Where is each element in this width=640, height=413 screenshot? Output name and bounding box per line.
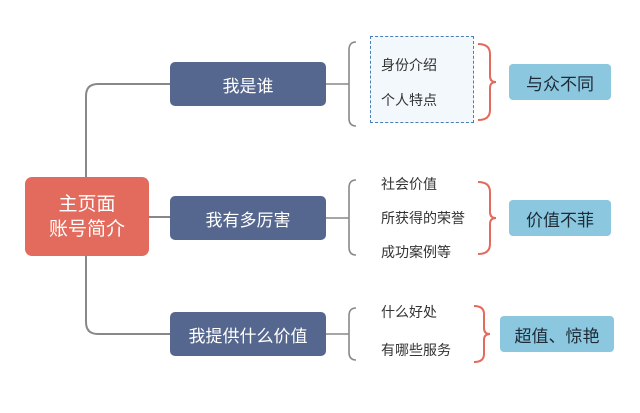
- leaf-item: 个人特点: [381, 93, 437, 109]
- branch-label: 我是谁: [222, 76, 274, 97]
- branch-label: 我提供什么价值: [188, 326, 308, 347]
- leaf-item: 身份介绍: [381, 58, 437, 74]
- branch1-connector: [326, 41, 357, 127]
- root-connector-bottom: [85, 256, 170, 335]
- root-line1: 主页面: [58, 192, 116, 215]
- leaf-item: 什么好处: [381, 305, 437, 321]
- result-label: 与众不同: [526, 74, 594, 95]
- result-label: 超值、惊艳: [514, 326, 600, 347]
- root-line2: 账号简介: [48, 217, 125, 240]
- result-label: 价值不菲: [526, 210, 594, 231]
- result-unique: 与众不同: [509, 64, 611, 100]
- branch-how-good: 我有多厉害: [170, 196, 326, 240]
- bracket-2: [477, 181, 497, 255]
- leaf-item: 有哪些服务: [381, 343, 451, 359]
- branch-what-value: 我提供什么价值: [170, 312, 326, 356]
- bracket-1: [477, 43, 497, 121]
- leaf-item: 所获得的荣誉: [381, 211, 465, 227]
- branch-label: 我有多厉害: [205, 210, 291, 231]
- result-amazing: 超值、惊艳: [500, 316, 614, 352]
- root-node: 主页面 账号简介: [25, 177, 149, 256]
- dashed-highlight-box: [370, 36, 474, 123]
- bracket-3: [473, 305, 491, 363]
- root-connector-top: [85, 83, 170, 177]
- leaf-item: 社会价值: [381, 177, 437, 193]
- branch-who-am-i: 我是谁: [170, 62, 326, 106]
- branch2-connector: [326, 179, 357, 256]
- branch3-connector: [326, 307, 357, 361]
- result-valuable: 价值不菲: [509, 200, 611, 236]
- leaf-item: 成功案例等: [381, 245, 451, 261]
